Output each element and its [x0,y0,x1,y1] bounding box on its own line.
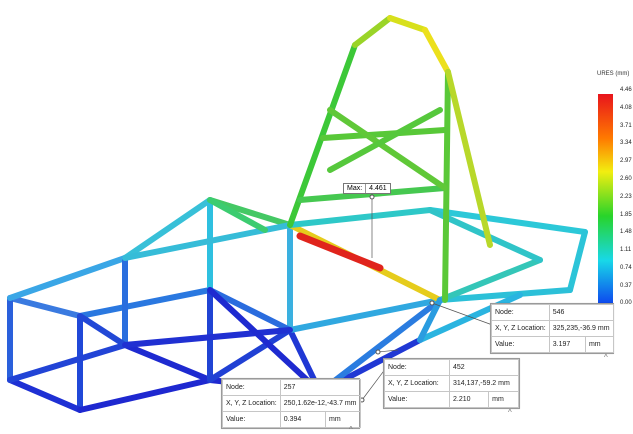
legend-tick: 2.97 [620,158,632,164]
legend-tick: 4.46 [620,87,632,93]
probe-node-value: 546 [548,304,614,321]
probe-location-label: X, Y, Z Location: [384,375,450,392]
probe-node-value: 257 [279,379,361,396]
legend-tick: 1.85 [620,212,632,218]
legend-tick: 0.74 [620,265,632,271]
max-key: Max: [347,185,363,192]
probe-box-node-546[interactable]: Node: 546 X, Y, Z Location: 325,235,-36.… [490,303,614,354]
collapse-caret-icon[interactable]: ^ [604,353,608,362]
legend-tick: 0.00 [620,300,632,306]
max-value-label[interactable]: Max: 4.461 [343,183,391,194]
max-value: 4.461 [365,184,390,193]
legend-tick: 3.34 [620,140,632,146]
probe-value-label: Value: [222,411,281,428]
probe-value: 3.197 [548,336,586,353]
collapse-caret-icon[interactable]: ^ [349,425,353,434]
probe-value-label: Value: [491,336,550,353]
probe-marker [359,397,365,403]
probe-node-value: 452 [449,359,519,376]
probe-value: 2.210 [448,391,490,408]
probe-location-value: 314,137,-59.2 mm [449,375,519,392]
probe-marker [375,349,381,355]
probe-unit: mm [585,336,614,353]
probe-node-label: Node: [384,359,450,376]
legend-tick: 4.08 [620,105,632,111]
probe-marker [429,300,435,306]
legend-title: URES (mm) [597,71,630,77]
legend-tick: 0.37 [620,283,632,289]
probe-location-value: 325,235,-36.9 mm [548,320,614,337]
probe-location-label: X, Y, Z Location: [222,395,281,412]
probe-box-node-257[interactable]: Node: 257 X, Y, Z Location: 250,1.62e-12… [221,378,361,429]
probe-node-label: Node: [222,379,281,396]
legend-tick: 1.48 [620,229,632,235]
max-marker [369,194,375,200]
probe-location-value: 250,1.62e-12,-43.7 mm [279,395,361,412]
probe-box-node-452[interactable]: Node: 452 X, Y, Z Location: 314,137,-59.… [383,358,520,409]
legend-tick: 2.60 [620,176,632,182]
legend-colorbar [598,94,613,316]
probe-location-label: X, Y, Z Location: [491,320,550,337]
legend-tick: 3.71 [620,123,632,129]
collapse-caret-icon[interactable]: ^ [508,408,512,417]
probe-unit: mm [488,391,519,408]
legend-tick: 1.11 [620,247,632,253]
legend-tick: 2.23 [620,194,632,200]
probe-node-label: Node: [491,304,550,321]
probe-value-label: Value: [384,391,450,408]
probe-value: 0.394 [279,411,327,428]
probe-unit: mm [325,411,361,428]
